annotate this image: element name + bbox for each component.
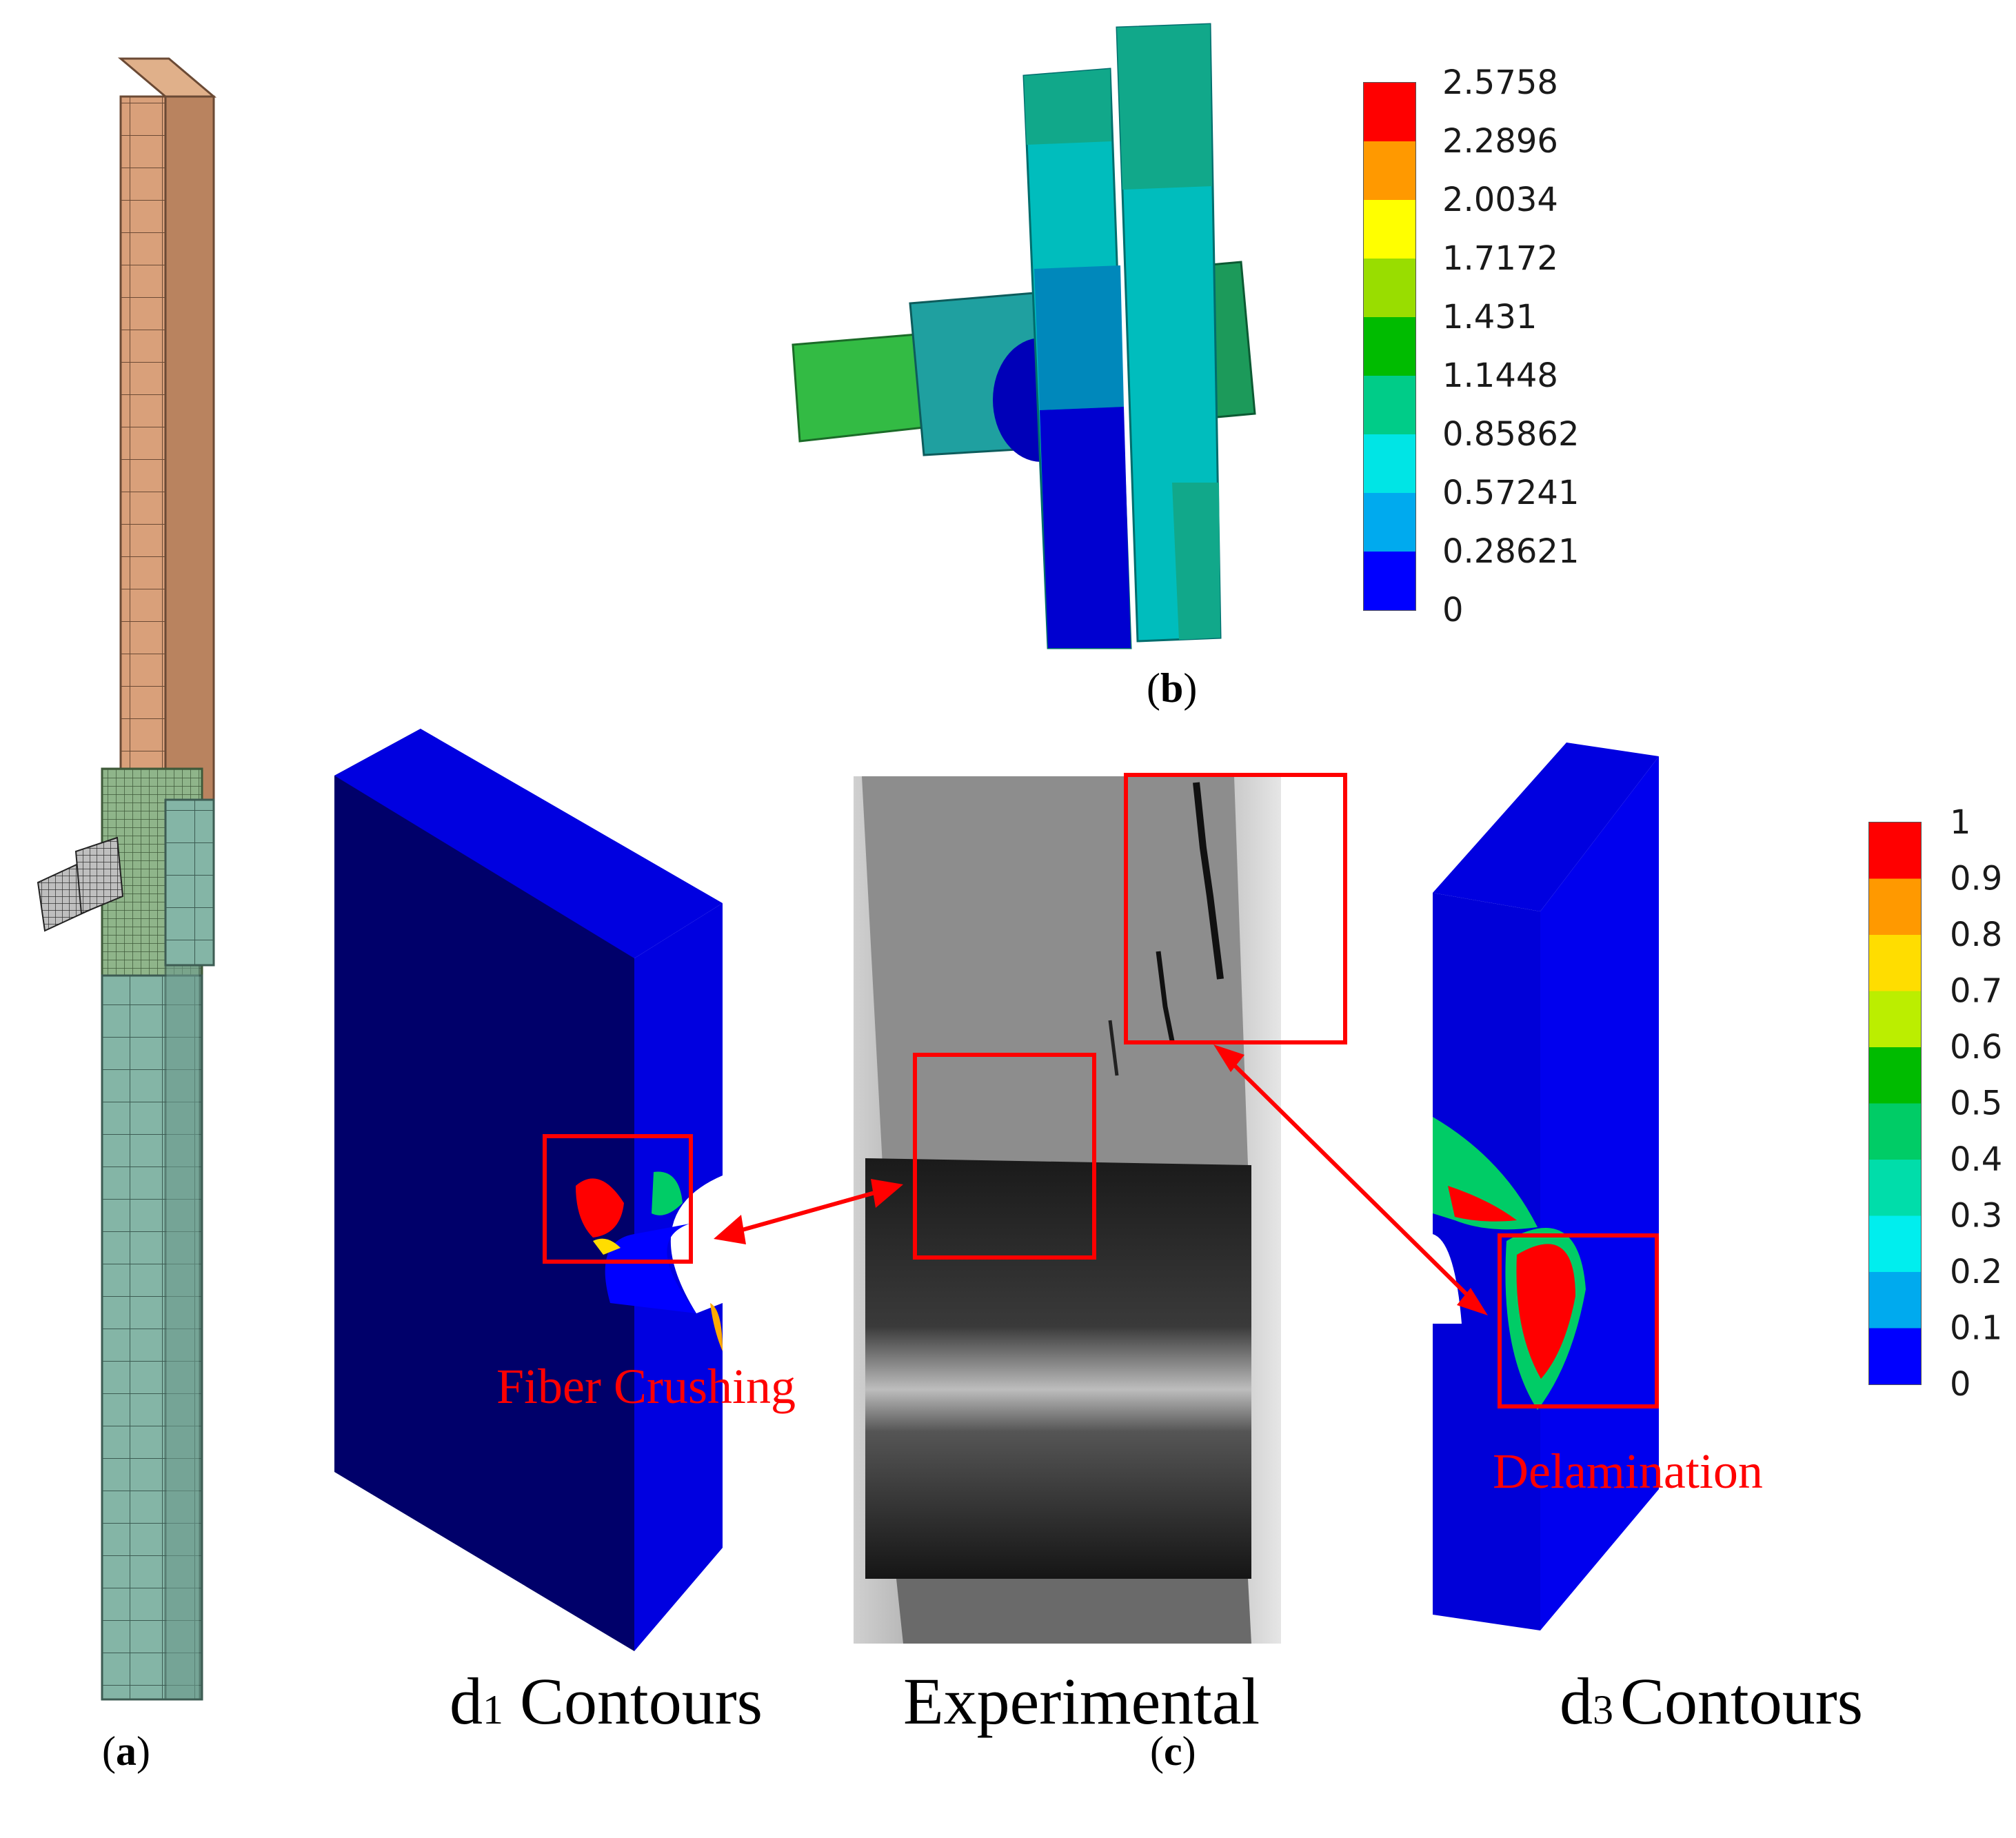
legend-tick-label: 0.7 <box>1950 972 2002 1011</box>
d3-highlight-box <box>1498 1233 1659 1408</box>
legend-swatch <box>1869 1215 1921 1272</box>
legend-swatch <box>1364 317 1415 376</box>
legend-tick-label: 1.1448 <box>1442 356 1558 395</box>
legend-swatch <box>1364 259 1415 317</box>
d3-hole <box>1433 1234 1462 1324</box>
left-plate-mid-band <box>1034 265 1124 410</box>
d3-front-face <box>1433 893 1540 1630</box>
arrow-delamination <box>1213 1044 1488 1315</box>
legend-swatch <box>1364 141 1415 200</box>
legend-tick-label: 0.57241 <box>1442 474 1580 512</box>
panel-a-label: (a) <box>102 1728 150 1774</box>
legend-tick-label: 0.5 <box>1950 1084 2002 1123</box>
d3-upper-damage-red <box>1448 1186 1517 1222</box>
legend-tick-label: 0.4 <box>1950 1140 2002 1179</box>
d3-side-face <box>1540 756 1659 1630</box>
d3-lower-damage-red <box>1516 1244 1575 1379</box>
d3-top-face <box>1433 743 1659 911</box>
photo-upper-specimen <box>862 776 1248 1165</box>
d1-side-damage <box>710 1303 723 1351</box>
legend-tick-label: 0.85862 <box>1442 415 1580 454</box>
legend-tick-label: 2.0034 <box>1442 181 1558 219</box>
upper-plate-side <box>164 95 215 801</box>
d1-hole <box>670 1175 723 1313</box>
d1-damage-yellow <box>593 1238 621 1255</box>
legend-swatch <box>1869 1328 1921 1384</box>
legend-swatch <box>1869 1272 1921 1329</box>
d1-contour-model <box>334 729 723 1651</box>
panel-b-legend: 2.5758 2.2896 2.0034 1.7172 1.431 1.1448 0.858… <box>1363 63 1580 629</box>
upper-plate-front <box>119 95 167 839</box>
photo-lower-specimen <box>896 1579 1251 1644</box>
legend-tick-label: 2.2896 <box>1442 122 1558 161</box>
left-plate-top-band <box>1024 69 1111 145</box>
experimental-photo <box>854 776 1281 1644</box>
legend-swatch <box>1364 200 1415 259</box>
right-plate-bottom-band <box>1172 483 1220 640</box>
legend-swatch <box>1869 878 1921 935</box>
d1-top-face <box>334 729 723 958</box>
legend-tick-label: 0.1 <box>1950 1309 2002 1348</box>
caption-experimental: Experimental <box>903 1664 1260 1738</box>
legend-swatch <box>1869 935 1921 991</box>
legend-tick-label: 1 <box>1950 803 1971 842</box>
lower-plate-side <box>164 964 201 1701</box>
legend-swatch <box>1869 822 1921 879</box>
legend-swatch <box>1364 493 1415 552</box>
legend-tick-label: 0 <box>1950 1365 1971 1404</box>
legend-c-labels: 1 0.9 0.8 0.7 0.6 0.5 0.4 0.3 0.2 0.1 0 <box>1950 803 2002 1404</box>
panel-a-mesh-model <box>37 57 217 1701</box>
legend-tick-label: 0.28621 <box>1442 532 1580 571</box>
legend-swatch <box>1869 1047 1921 1104</box>
experimental-box-mid <box>913 1053 1096 1260</box>
d1-highlight-box <box>543 1134 693 1264</box>
legend-tick-label: 0 <box>1442 591 1464 629</box>
legend-tick-label: 0.3 <box>1950 1197 2002 1235</box>
legend-b-labels: 2.5758 2.2896 2.0034 1.7172 1.431 1.1448 0.858… <box>1442 63 1580 629</box>
legend-swatch <box>1869 1103 1921 1160</box>
photo-crack-1 <box>1193 782 1224 980</box>
d3-contour-model <box>1433 743 1659 1630</box>
panel-c-legend: 1 0.9 0.8 0.7 0.6 0.5 0.4 0.3 0.2 0.1 0 <box>1868 803 2002 1404</box>
d1-front-face <box>334 729 634 1651</box>
legend-c-swatches <box>1869 822 1921 1384</box>
d1-damage-green <box>652 1171 683 1215</box>
panel-b-label: (b) <box>1147 665 1197 711</box>
arrow-fiber-crushing <box>714 1179 903 1244</box>
legend-tick-label: 0.8 <box>1950 916 2002 954</box>
bolt-mesh <box>37 836 124 932</box>
photo-damage-band <box>865 1158 1251 1579</box>
fiber-crushing-label: Fiber Crushing <box>496 1359 796 1414</box>
delamination-label: Delamination <box>1493 1444 1763 1499</box>
d1-damage-red <box>576 1178 624 1238</box>
legend-swatch <box>1364 434 1415 493</box>
legend-tick-label: 0.9 <box>1950 860 2002 898</box>
legend-tick-label: 1.7172 <box>1442 239 1558 278</box>
photo-crack-2 <box>1156 951 1175 1042</box>
joint-fine-mesh-side <box>164 798 215 967</box>
legend-tick-label: 1.431 <box>1442 298 1537 336</box>
legend-b-swatches <box>1364 83 1415 610</box>
right-plate-top-band <box>1117 24 1212 190</box>
d1-hole-inner <box>605 1224 696 1313</box>
legend-tick-label: 0.2 <box>1950 1253 2002 1291</box>
legend-swatch <box>1364 552 1415 610</box>
panel-c-label: (c) <box>1150 1728 1196 1774</box>
legend-swatch <box>1869 991 1921 1047</box>
legend-swatch <box>1869 1160 1921 1216</box>
legend-swatch <box>1364 376 1415 434</box>
left-plate-bottom-band <box>1040 407 1131 648</box>
bolt-shank <box>792 333 925 443</box>
photo-crack-3 <box>1108 1020 1119 1076</box>
legend-tick-label: 0.6 <box>1950 1028 2002 1067</box>
panel-b-contour-model <box>792 23 1256 649</box>
legend-swatch <box>1364 83 1415 141</box>
experimental-box-upper <box>1124 773 1347 1044</box>
caption-d1-contours: d1 Contours <box>450 1664 763 1738</box>
legend-tick-label: 2.5758 <box>1442 63 1558 102</box>
upper-plate-top-face <box>117 57 217 98</box>
